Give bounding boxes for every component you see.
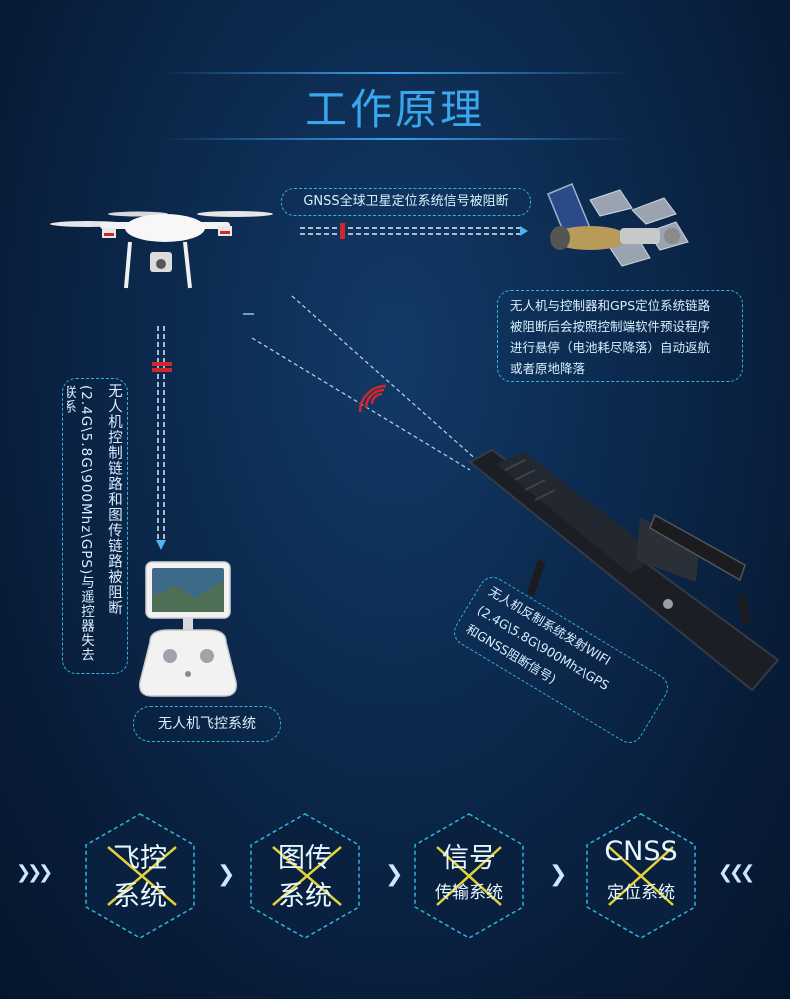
system-line-1: 飞控 [113, 843, 167, 874]
title-divider-top [160, 72, 630, 74]
flight-control-label: 无人机飞控系统 [133, 706, 281, 742]
gps-note-line-2: 被阻断后会按照控制端软件预设程序 [510, 319, 711, 334]
gnss-arrow-head [520, 226, 528, 236]
control-link-arrow-head [156, 540, 166, 550]
chevron-right-icon-2: ❯ [385, 862, 404, 887]
system-flight-control: 飞控 系统 [75, 836, 205, 916]
jammer-device-icon [468, 448, 780, 692]
remote-controller-icon [139, 561, 237, 697]
chevron-right-icon-3: ❯ [549, 862, 568, 887]
hexagon-flight-control [85, 813, 195, 939]
gnss-block-mark [340, 223, 345, 239]
chevron-left-double-icon-right: ❮❮❮ [718, 862, 755, 883]
title-divider-bottom [160, 138, 630, 140]
hexagon-positioning [586, 813, 696, 939]
control-block-mark-2 [152, 368, 172, 372]
drone-icon [50, 211, 273, 289]
gps-note-line-3: 进行悬停（电池耗尽降落）自动返航 [510, 340, 711, 355]
system-line-2: 传输系统 [435, 883, 503, 903]
chevron-right-icon-1: ❯ [217, 862, 236, 887]
system-positioning: CNSS 定位系统 [576, 836, 706, 916]
wireless-signal-icon [358, 384, 387, 413]
control-link-note: (2.4G\5.8G\900Mhz\GPS)与遥控器失去联系 无人机控制链路和图… [62, 378, 128, 674]
system-line-1: CNSS [604, 836, 678, 867]
title-block: 工作原理 [0, 62, 790, 152]
hexagon-signal-transmission [414, 813, 524, 939]
page-title: 工作原理 [304, 85, 485, 134]
gps-link-note: 无人机与控制器和GPS定位系统链路 被阻断后会按照控制端软件预设程序 进行悬停（… [497, 290, 743, 382]
system-line-1: 图传 [278, 843, 332, 874]
satellite-icon [547, 183, 689, 267]
gps-note-line-1: 无人机与控制器和GPS定位系统链路 [510, 298, 711, 313]
control-link-note-col1: 无人机控制链路和图传链路被阻断 [106, 383, 122, 616]
system-image-transmission: 图传 系统 [240, 836, 370, 916]
system-signal-transmission: 信号 传输系统 [404, 836, 534, 916]
gnss-blocked-label: GNSS全球卫星定位系统信号被阻断 [281, 188, 531, 216]
system-line-2: 定位系统 [607, 883, 675, 903]
system-line-2: 系统 [278, 881, 332, 912]
gps-note-line-4: 或者原地降落 [510, 361, 586, 376]
system-line-2: 系统 [113, 881, 167, 912]
system-line-1: 信号 [442, 843, 496, 874]
chevron-right-double-icon-left: ❯❯❯ [16, 862, 53, 883]
jammer-beam-upper [291, 295, 489, 471]
hexagon-image-transmission [250, 813, 360, 939]
control-block-mark-1 [152, 362, 172, 366]
control-link-note-col2: (2.4G\5.8G\900Mhz\GPS)与遥控器失去联系 [67, 385, 94, 663]
